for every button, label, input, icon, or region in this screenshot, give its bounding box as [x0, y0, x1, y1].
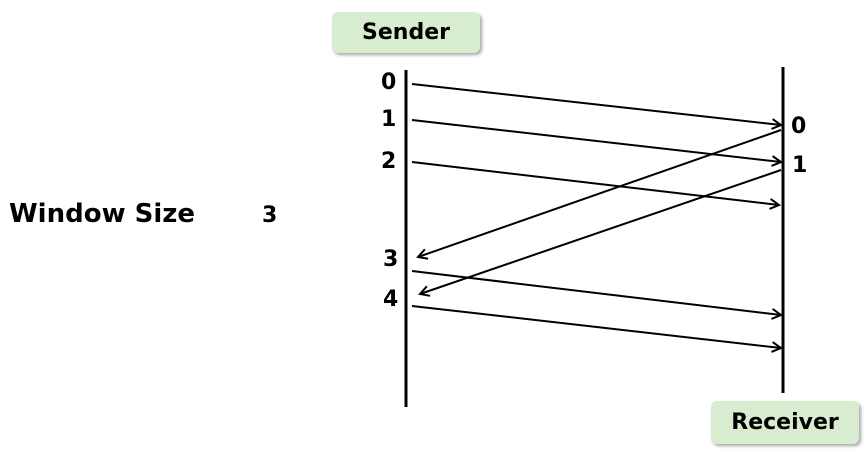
- ack-0-arrow: [418, 129, 782, 257]
- receiver-seq-0: 0: [791, 114, 807, 139]
- frame-4-arrow: [411, 305, 781, 348]
- frame-0-arrow: [411, 83, 781, 125]
- window-size-label: Window Size: [9, 199, 196, 229]
- window-size-value: 3: [262, 203, 278, 228]
- sender-seq-0: 0: [381, 70, 397, 95]
- receiver-label: Receiver: [711, 401, 859, 444]
- frame-2-arrow: [411, 161, 779, 205]
- sender-seq-2: 2: [381, 149, 397, 174]
- frame-1-arrow: [411, 119, 781, 162]
- sender-seq-1: 1: [381, 107, 397, 132]
- sender-seq-3: 3: [383, 247, 399, 272]
- sender-label: Sender: [332, 12, 480, 53]
- sender-seq-4: 4: [383, 287, 399, 312]
- ack-1-arrow: [420, 169, 782, 294]
- receiver-seq-1: 1: [792, 153, 808, 178]
- frame-3-arrow: [411, 270, 781, 315]
